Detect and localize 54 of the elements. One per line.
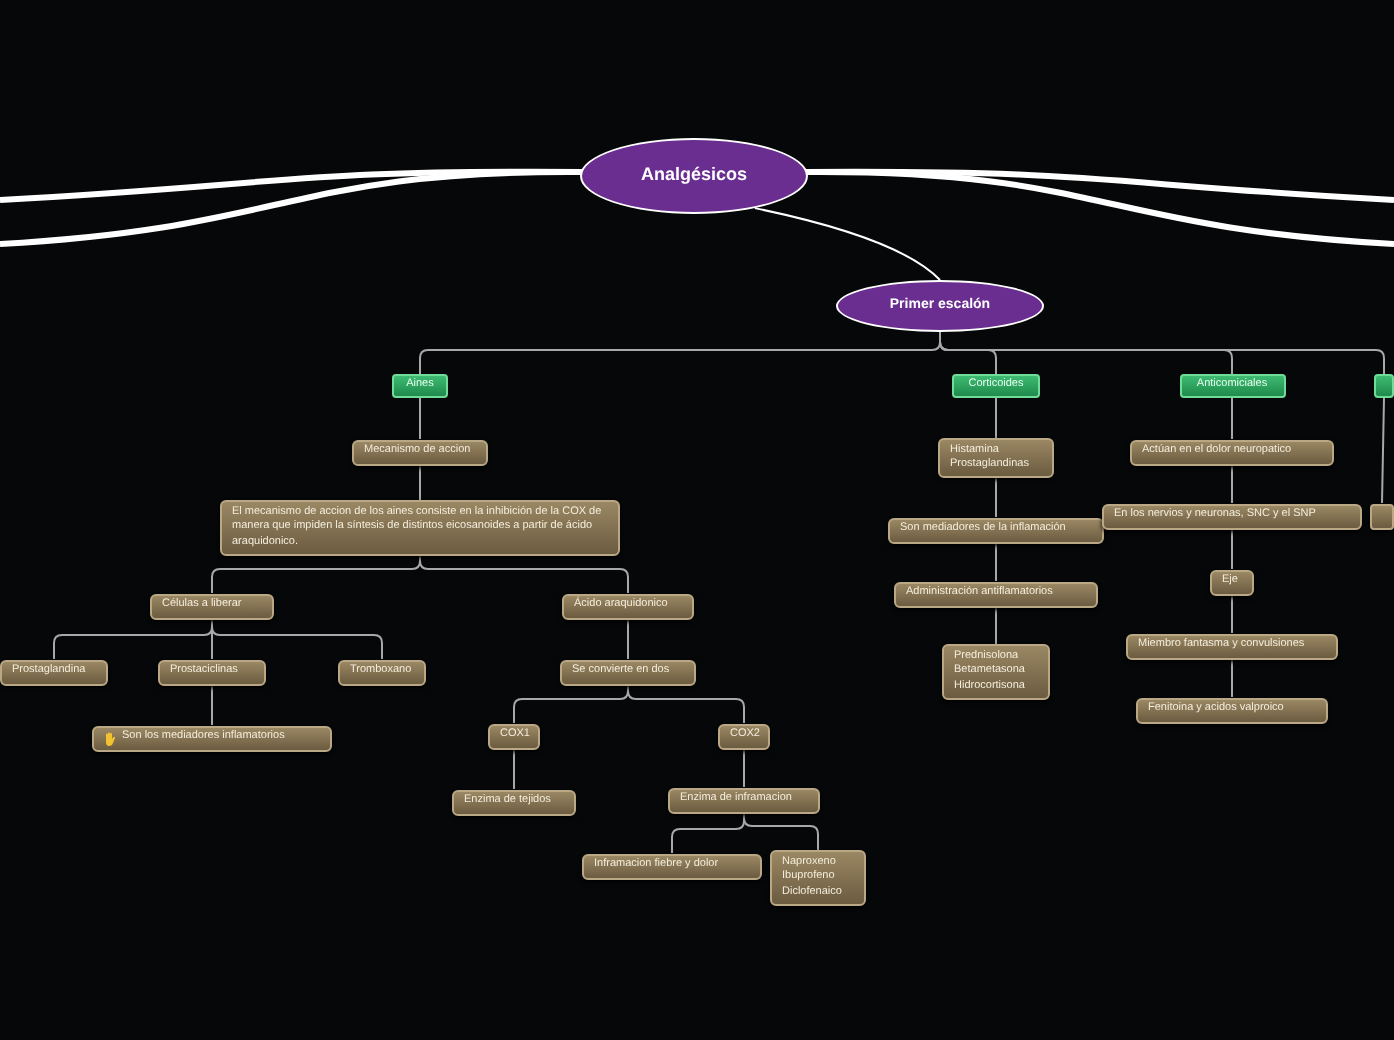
topic-box xyxy=(560,659,696,685)
connector-line xyxy=(1381,397,1385,504)
connector-line xyxy=(1231,397,1233,440)
connector-line xyxy=(743,812,819,851)
category-box xyxy=(952,374,1040,398)
connector-line xyxy=(211,684,213,726)
topic-box xyxy=(158,659,266,685)
topic-box xyxy=(894,581,1098,607)
connector-line xyxy=(419,397,421,440)
topic-box xyxy=(338,659,426,685)
connector-line xyxy=(627,618,629,660)
topic-box xyxy=(1210,569,1254,595)
connector-line xyxy=(939,331,1385,375)
category-box xyxy=(1179,374,1285,398)
topic-box xyxy=(150,593,274,619)
connector-line xyxy=(743,748,745,788)
connector-line xyxy=(995,477,997,518)
connector-line xyxy=(627,684,745,724)
topic-box xyxy=(770,850,866,906)
connector-line xyxy=(1231,594,1233,634)
topic-box xyxy=(938,438,1054,478)
empty-box xyxy=(1370,503,1394,529)
topic-box xyxy=(668,787,820,813)
category-box xyxy=(392,374,448,398)
node-label: Analgésicos xyxy=(640,164,748,188)
topic-box xyxy=(582,853,762,879)
topic-box xyxy=(718,723,770,749)
connector-line xyxy=(419,555,629,594)
connector-line xyxy=(805,169,1394,247)
connector-line xyxy=(513,748,515,790)
connector-line xyxy=(995,542,997,582)
topic-box xyxy=(1136,697,1328,723)
empty-box xyxy=(1374,374,1394,398)
connector-line xyxy=(753,207,941,281)
topic-box xyxy=(0,659,108,685)
topic-box xyxy=(1102,503,1362,529)
connector-line xyxy=(1231,528,1233,570)
connector-line xyxy=(1231,464,1233,504)
topic-box xyxy=(942,644,1050,700)
topic-box xyxy=(488,723,540,749)
topic-box xyxy=(92,725,332,751)
topic-box xyxy=(1130,439,1334,465)
connector-line xyxy=(995,606,997,645)
connector-line xyxy=(1231,658,1233,698)
topic-box xyxy=(220,500,620,556)
connector-line xyxy=(0,169,583,247)
connector-line xyxy=(211,618,383,660)
connector-line xyxy=(419,464,421,501)
topic-box xyxy=(1126,633,1338,659)
topic-box xyxy=(452,789,576,815)
topic-box xyxy=(352,439,488,465)
topic-box xyxy=(562,593,694,619)
topic-box xyxy=(888,517,1104,543)
connector-line xyxy=(995,397,997,439)
